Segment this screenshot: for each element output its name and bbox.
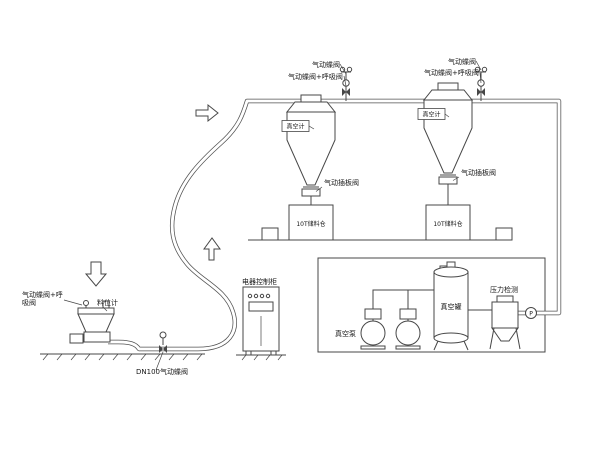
pressure-gauge-icon (525, 307, 537, 319)
breather-fitting (83, 300, 89, 306)
label-valve-1: 气动蝶阀 (312, 60, 340, 69)
label-gate-valve-1: 气动插板阀 (324, 178, 359, 187)
cyclone-vessel (422, 82, 474, 174)
label-valve-breather-2: 气动蝶阀+呼吸阀 (424, 68, 479, 77)
label-pressure-gauge: P (529, 311, 533, 318)
filter-cap (496, 295, 514, 303)
block-arrow-up-icon (203, 237, 221, 261)
label-vacuum-tank: 真空罐 (441, 302, 462, 311)
filter-body (491, 301, 519, 329)
filter-leg (515, 327, 521, 350)
gate-valve (301, 186, 321, 197)
cabinet-foot (270, 350, 277, 356)
label-bin-1: 10T储料仓 (296, 220, 325, 228)
vacuum-gauge-leader (444, 113, 450, 118)
feeder-motor (69, 333, 84, 344)
label-pressure-detect: 压力检测 (490, 285, 518, 294)
cyclone-receiver-2 (417, 82, 474, 205)
feed-hopper-station (69, 300, 115, 344)
ground-hatching (42, 353, 203, 361)
label-dn100-valve: DN100气动蝶阀 (136, 367, 188, 376)
indicator-light (265, 293, 271, 299)
gate-valve (438, 174, 458, 185)
label-control-cabinet: 电器控制柜 (242, 277, 277, 286)
label-gate-valve-2: 气动插板阀 (461, 168, 496, 177)
vacuum-pump-2 (395, 308, 421, 350)
hopper-lid (77, 307, 115, 315)
rotary-feeder (83, 331, 111, 343)
vacuum-pump-station (360, 261, 537, 351)
cabinet-panel (248, 301, 274, 312)
tank-top-head (433, 266, 469, 278)
control-cabinet (242, 286, 280, 356)
cyclone-vessel (285, 94, 337, 186)
label-vacuum-pump: 真空泵 (335, 329, 356, 338)
cabinet-ground-hatching (241, 354, 283, 361)
valve-wedge-right (163, 345, 167, 353)
label-bin-2: 10T储料仓 (433, 220, 462, 228)
indicator-light (253, 293, 259, 299)
label-vacuum-gauge-1: 真空计 (286, 123, 304, 131)
cabinet-foot (245, 350, 252, 356)
label-level-gauge: 料位计 (97, 298, 118, 307)
leader-lines (63, 60, 482, 371)
tank-shell (433, 271, 469, 339)
tank-leg (463, 340, 469, 351)
indicator-light (247, 293, 253, 299)
valve-actuator (159, 331, 167, 339)
label-feeder-valve-line1: 气动蝶阀+呼 (22, 290, 63, 299)
label-feeder-valve-line2: 吸阀 (22, 298, 36, 307)
main-pipe (108, 98, 562, 352)
label-valve-breather-1: 气动蝶阀+呼吸阀 (288, 72, 343, 81)
indicator-light (259, 293, 265, 299)
storage-bin-1 (288, 204, 334, 241)
dn100-butterfly-valve-icon (159, 331, 167, 353)
vacuum-pump-1 (360, 308, 386, 350)
hopper-body (77, 313, 115, 333)
label-vacuum-gauge-2: 真空计 (422, 111, 440, 119)
vacuum-tank (433, 261, 469, 351)
block-arrow-right-icon (195, 103, 219, 123)
tank-bottom-head (433, 332, 469, 344)
label-leaders (63, 60, 482, 371)
ground-line (40, 353, 286, 361)
inline-filter (489, 295, 521, 350)
cyclone-receiver-1 (281, 94, 337, 205)
valve-wedge-left (159, 345, 163, 353)
block-arrow-down-icon (84, 261, 108, 287)
platform-support-left (261, 227, 279, 241)
vacuum-gauge-leader (308, 125, 315, 130)
pump-room-outline (317, 257, 546, 353)
filter-leg (489, 327, 495, 350)
filter-cone (491, 327, 519, 342)
pipe-inner (108, 99, 561, 351)
platform-support-right (495, 227, 513, 241)
tank-leg (433, 340, 439, 351)
storage-bin-2 (425, 204, 471, 241)
label-valve-2: 气动蝶阀 (448, 57, 476, 66)
